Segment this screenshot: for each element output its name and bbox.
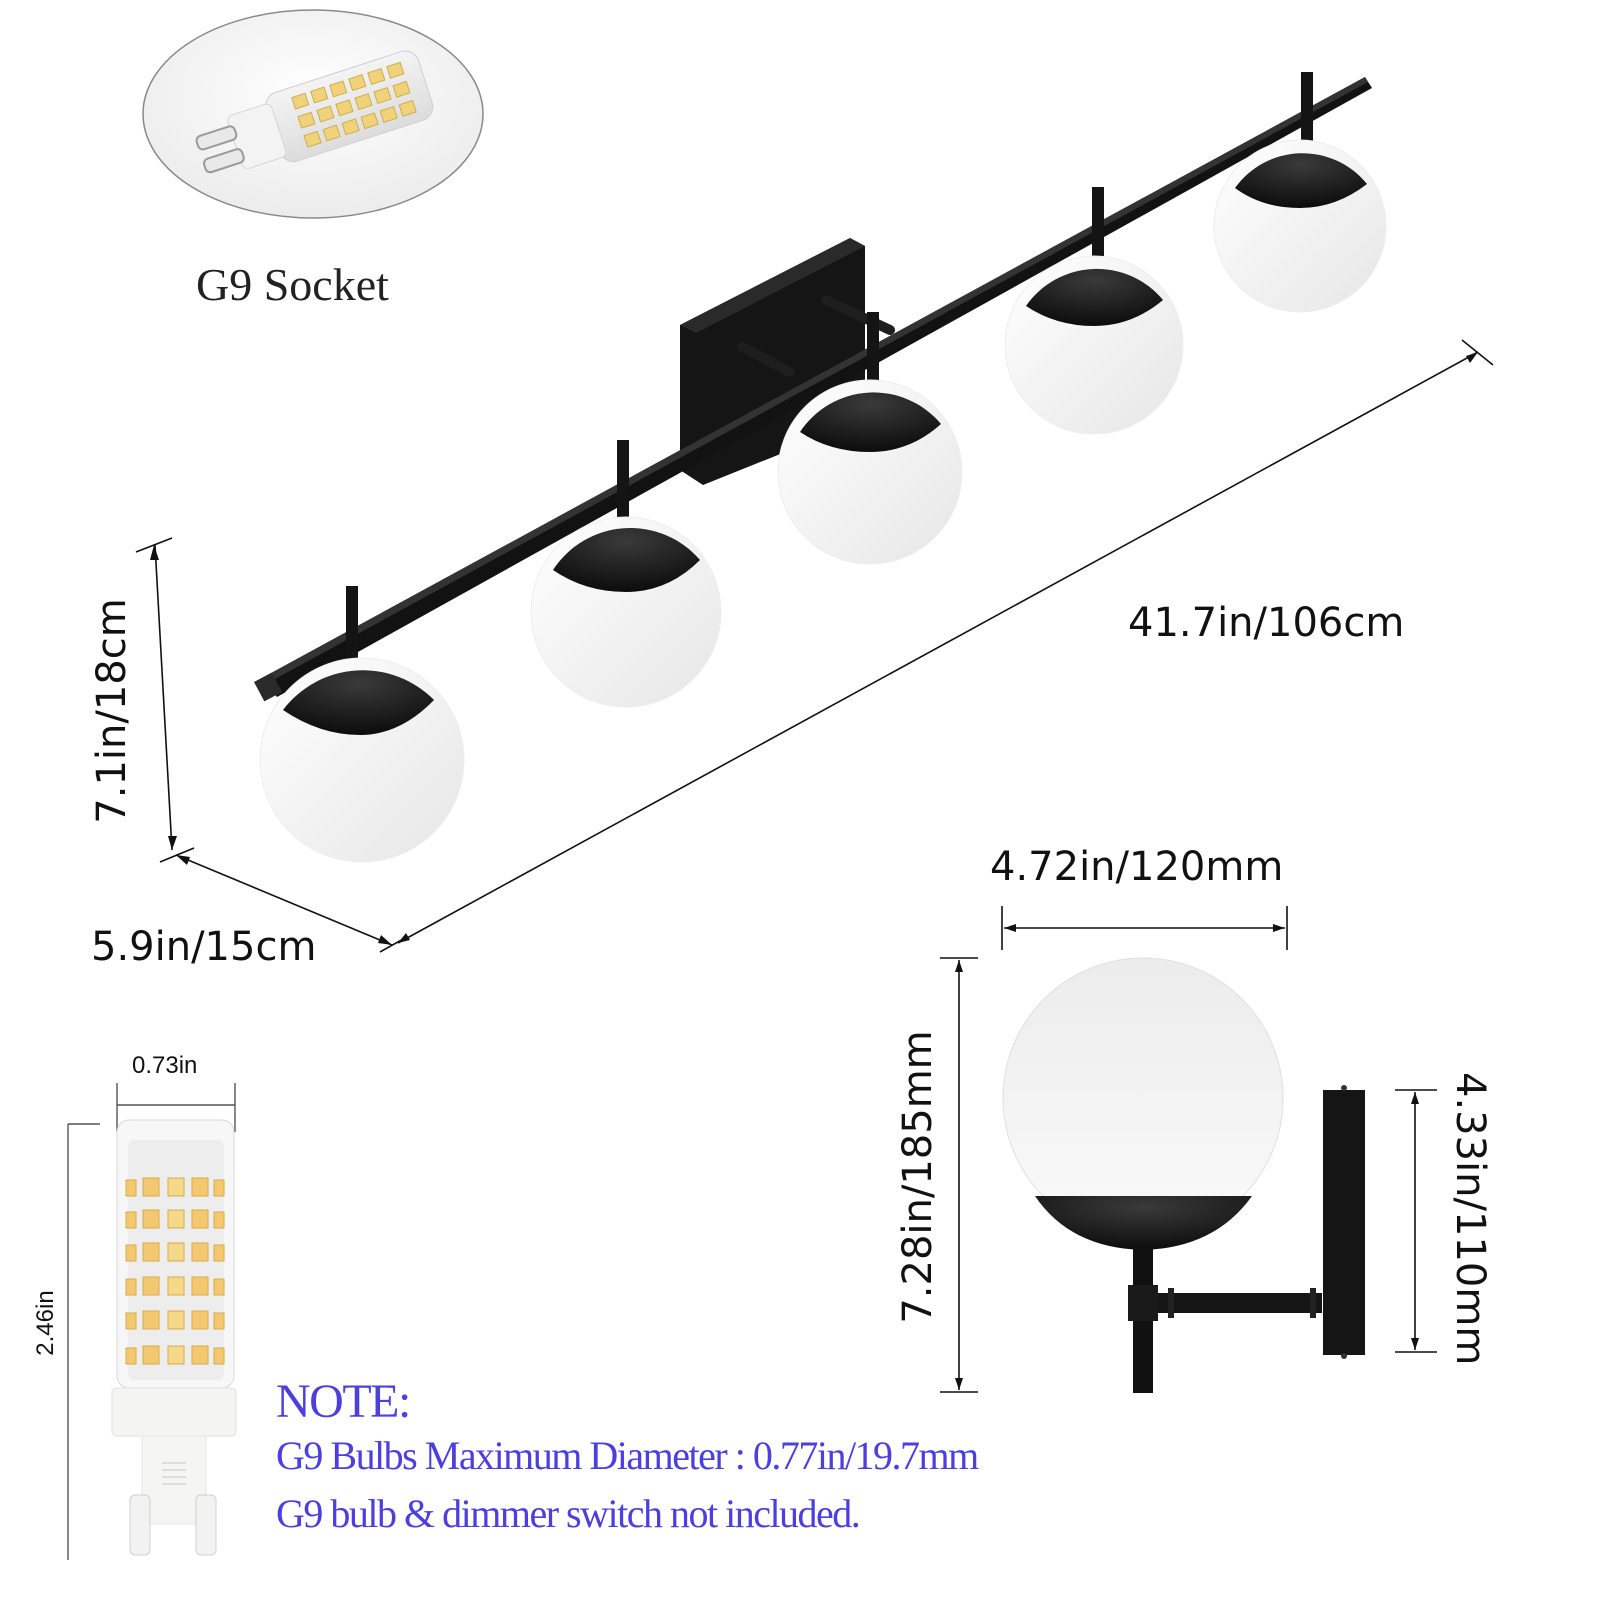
height-dimension-label: 7.1in/18cm: [89, 598, 135, 824]
socket-label: G9 Socket: [196, 259, 389, 310]
side-height-dimension-label: 7.28in/185mm: [895, 1030, 941, 1324]
note-line-not-included: G9 bulb & dimmer switch not included.: [276, 1491, 861, 1536]
bulb-width-label: 0.73in: [132, 1052, 198, 1079]
bulb-height-label: 2.46in: [32, 1290, 59, 1356]
depth-dimension-label: 5.9in/15cm: [91, 924, 317, 970]
note-title: NOTE:: [276, 1375, 411, 1428]
backplate-height-dimension-label: 4.33in/110mm: [1447, 1072, 1493, 1366]
length-dimension-label: 41.7in/106cm: [1128, 600, 1405, 646]
globe-width-dimension-label: 4.72in/120mm: [990, 844, 1284, 890]
note-line-diameter: G9 Bulbs Maximum Diameter : 0.77in/19.7m…: [276, 1433, 979, 1478]
